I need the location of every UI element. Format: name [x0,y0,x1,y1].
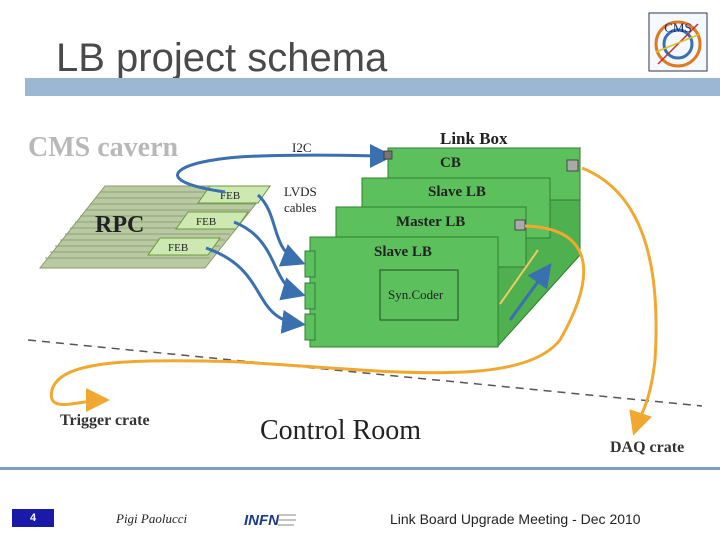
lvds-label: LVDS [284,184,317,199]
infn-logo: INFN [242,503,298,535]
cables-label: cables [284,200,316,215]
slave-lb-top-label: Slave LB [428,184,486,200]
lvds-arrow [205,246,306,334]
footer-line [0,467,720,470]
cb-label: CB [440,155,461,171]
lb-connector [304,282,316,310]
title-bar [25,78,720,96]
lb-schema-diagram: CMS cavern RPC FEB FEB FEB I2C [27,129,703,456]
page-number-badge: 4 [12,509,54,527]
lvds-arrow [256,193,306,267]
internal-blue-arrow [508,263,552,321]
feb-board: FEB [147,237,221,256]
cms-logo: CMS [648,12,708,72]
control-room-label: Control Room [260,415,421,446]
lb-connector [304,250,316,278]
slide-title: LB project schema [56,36,388,80]
cavern-boundary-line [27,339,703,407]
lvds-arrow [233,220,306,301]
feb-label: FEB [220,190,240,202]
logo-text: CMS [664,20,691,35]
slave-lb-front-board: Slave LB Syn.Coder [304,236,499,348]
cb-port [566,159,579,172]
daq-orange-arrow [581,166,658,436]
feb-board: FEB [175,211,249,230]
daq-crate-label: DAQ crate [610,439,684,456]
syncoder-label: Syn.Coder [388,287,444,302]
infn-logo-text: INFN [244,512,280,529]
author-name: Pigi Paolucci [116,511,188,526]
i2c-label: I2C [292,140,312,155]
link-box-label: Link Box [440,129,508,148]
lb-connector [304,313,316,341]
cms-cavern-label: CMS cavern [28,132,179,163]
master-lb-label: Master LB [396,214,465,230]
internal-orange-line [499,249,539,305]
slave-lb-front-label: Slave LB [374,244,432,260]
i2c-arrow [176,143,394,194]
cb-connector [383,150,393,160]
trigger-orange-arrow [49,224,585,413]
feb-label: FEB [196,216,216,228]
rpc-label: RPC [95,212,144,238]
master-lb-port [514,219,526,231]
syncoder-box [379,269,459,321]
trigger-crate-label: Trigger crate [60,412,150,429]
feb-label: FEB [168,242,188,254]
meeting-name: Link Board Upgrade Meeting - Dec 2010 [390,511,641,527]
